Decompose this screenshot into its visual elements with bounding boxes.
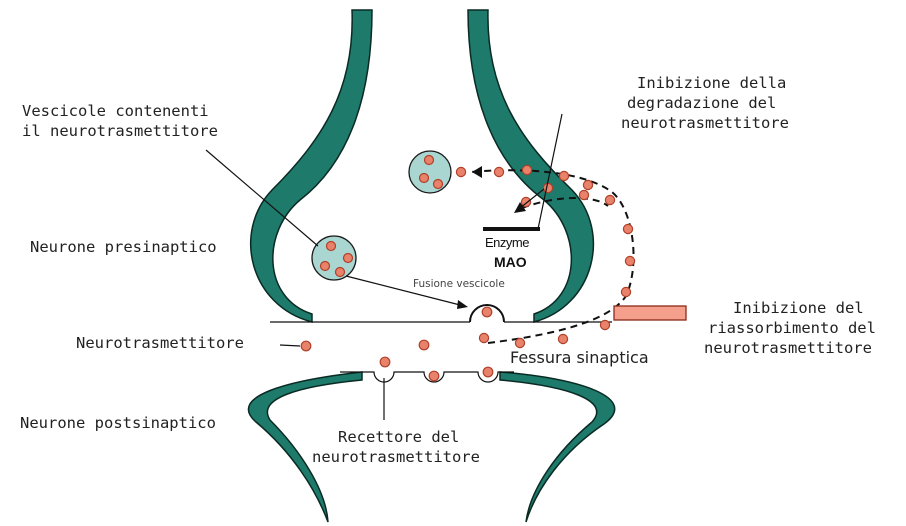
- presynaptic-right-membrane: [468, 10, 593, 322]
- presynaptic-left-membrane: [251, 10, 372, 322]
- reuptake-blocker-bar: [614, 306, 686, 320]
- postsynaptic-right-membrane: [500, 372, 615, 522]
- vesicles-label-line2: il neurotrasmettitore: [22, 122, 218, 140]
- receptor-bound-neurotransmitter: [429, 371, 439, 381]
- enzyme-label: Enzyme: [485, 235, 529, 250]
- mao-label: MAO: [494, 254, 527, 270]
- degradation-inhibition-line3: neurotrasmettitore: [621, 114, 789, 132]
- fusion-arrowhead: [457, 300, 468, 309]
- receptor-bound-neurotransmitter: [483, 367, 493, 377]
- vesicle-upper: [409, 151, 451, 193]
- degradation-inhibition-line1: Inibizione della: [637, 74, 786, 92]
- cleft-neurotransmitters: [301, 340, 429, 367]
- postsynaptic-left-membrane: [248, 372, 362, 522]
- receptor-label-line2: neurotrasmettitore: [312, 448, 480, 466]
- vesicle-lower: [312, 236, 356, 280]
- vesicle-fusion-label: Fusione vescicole: [413, 278, 505, 290]
- degradation-inhibition-line2: degradazione del: [627, 94, 776, 112]
- neurotransmitter-pointer: [280, 345, 300, 346]
- receptor-label-line1: Recettore del: [338, 428, 459, 446]
- postsynaptic-label: Neurone postsinaptico: [20, 414, 216, 432]
- reuptake-inhibition-line3: neurotrasmettitore: [704, 339, 872, 357]
- reuptake-inhibition-line1: Inibizione del: [733, 299, 864, 317]
- synaptic-cleft-label: Fessura sinaptica: [510, 348, 649, 367]
- reuptake-arrowhead: [472, 166, 482, 178]
- fusing-vesicle-neurotransmitter: [482, 307, 492, 317]
- presynaptic-label: Neurone presinaptico: [30, 238, 217, 256]
- reuptake-inhibition-line2: riassorbimento del: [708, 319, 876, 337]
- neurotransmitter-label: Neurotrasmettitore: [76, 334, 244, 352]
- vesicles-label-line1: Vescicole contenenti: [22, 102, 209, 120]
